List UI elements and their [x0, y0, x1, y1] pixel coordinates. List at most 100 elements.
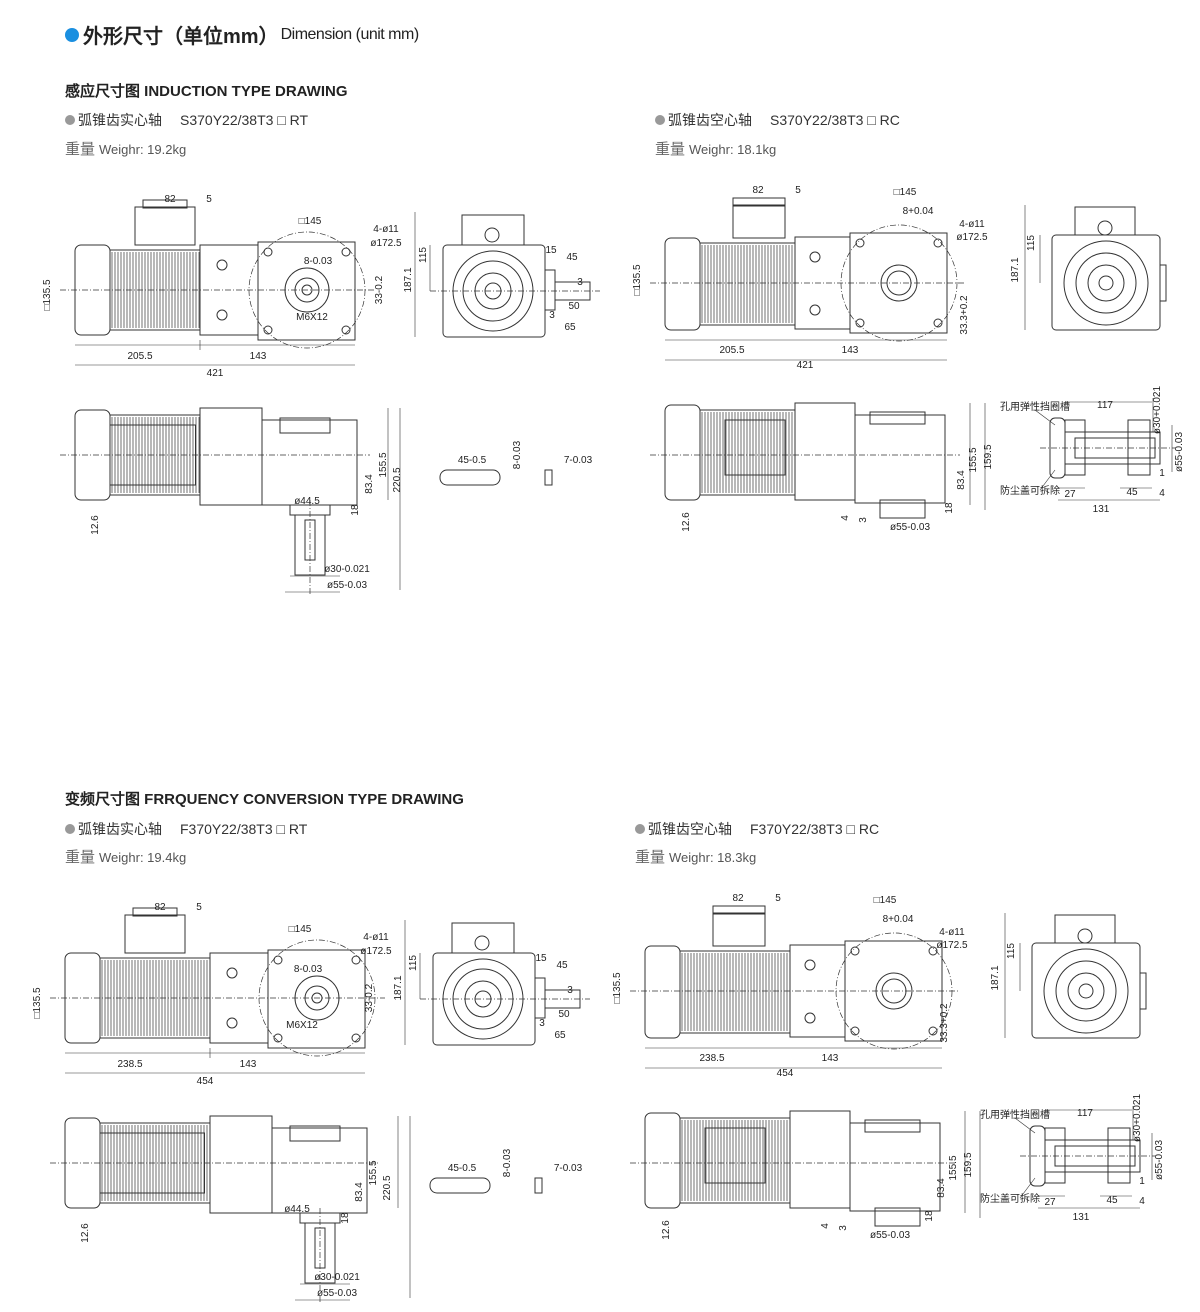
mount-hole-icon: [928, 946, 938, 956]
dimension-label-sq145: □145: [894, 187, 917, 198]
dimension-label-note2: 防尘盖可拆除: [980, 1192, 1040, 1205]
hollow-shaft-section: [1044, 1139, 1141, 1173]
shaft-type: 弧锥齿实心轴: [78, 821, 162, 837]
dimension-label-h30: ø30+0.021: [1132, 1094, 1143, 1143]
dimension-label-v18: 18: [944, 502, 955, 514]
dimension-label-v18: 18: [924, 1210, 935, 1222]
dimension-label-total: 421: [207, 368, 224, 379]
bolt-icon: [809, 304, 821, 316]
dimension-label-h4: 4: [1159, 488, 1165, 499]
mount-hole-icon: [933, 238, 943, 248]
dimension-label-h131: 131: [1093, 504, 1110, 515]
dimension-label-h33: 33.3+0.2: [959, 295, 970, 335]
dimension-label-h33: 33-0.2: [364, 983, 375, 1012]
output-flange: [267, 949, 366, 1049]
bearing-right: [1127, 419, 1151, 476]
dimension-label-h33: 33-0.2: [374, 275, 385, 304]
model-code: F370Y22/38T3 □ RC: [750, 821, 880, 837]
dimension-label-sq135: □135.5: [612, 972, 623, 1004]
dimension-label-s15: 15: [535, 953, 547, 964]
motor-end-cap: [664, 404, 701, 501]
dimension-label-h27: 27: [1064, 489, 1076, 500]
dimension-label-d44: ø44.5: [294, 496, 320, 507]
output-boss: [279, 417, 331, 434]
dimension-label-d30: ø30-0.021: [324, 564, 370, 575]
dimension-label-v12: 12.6: [80, 1223, 91, 1243]
mount-hole-icon: [855, 238, 865, 248]
mount-hole-icon: [928, 1026, 938, 1036]
weight-label: 重量: [635, 849, 666, 866]
dimension-label-h1: 1: [1159, 468, 1165, 479]
dimension-label-key8: 8+0.04: [883, 914, 914, 925]
terminal-box-lid: [132, 907, 178, 917]
dimension-label-len1: 238.5: [117, 1059, 142, 1070]
dimension-label-s50: 50: [558, 1009, 570, 1020]
mount-hole-icon: [263, 325, 273, 335]
dimension-label-len2: 143: [250, 351, 267, 362]
dimension-label-k7: 7-0.03: [554, 1163, 583, 1174]
dimension-label-len1: 238.5: [699, 1053, 724, 1064]
dimension-label-hole: 4-ø11: [959, 219, 985, 230]
terminal-box: [712, 912, 766, 947]
side-terminal-box: [461, 214, 525, 246]
fan-ring: [1087, 264, 1125, 302]
dimension-label-sq135: □135.5: [632, 264, 643, 296]
leader-line: [1039, 469, 1056, 491]
hollow-shaft-section: [1064, 431, 1161, 465]
dimension-label-sq145: □145: [874, 895, 897, 906]
dimension-label-h131: 131: [1073, 1212, 1090, 1223]
dimension-label-d5: 5: [795, 185, 801, 196]
fan-hub: [1098, 275, 1114, 291]
output-housing: [854, 414, 946, 504]
dimension-label-v83: 83.4: [956, 470, 967, 490]
dimension-label-s45: 45: [566, 252, 578, 263]
dimension-label-k45: 45-0.5: [458, 455, 487, 466]
motor-body: [679, 950, 791, 1034]
bullet-icon: [635, 824, 645, 834]
shaft-type: 弧锥齿空心轴: [648, 821, 732, 837]
dimension-label-h115: 115: [1026, 235, 1037, 251]
output-boss: [869, 411, 926, 425]
dimension-label-total: 454: [777, 1068, 794, 1079]
dimension-label-pcd: ø172.5: [936, 940, 968, 951]
section-title-frequency: 变频尺寸图 FRRQUENCY CONVERSION TYPE DRAWING: [65, 791, 464, 808]
shaft-key: [439, 469, 501, 486]
hollow-flange: [1139, 972, 1147, 1010]
dimension-label-sq135: □135.5: [42, 279, 53, 311]
model-code: F370Y22/38T3 □ RT: [180, 821, 308, 837]
dimension-label-v220: 220.5: [392, 467, 403, 492]
dimension-label-h45: 45: [1126, 487, 1138, 498]
terminal-box-lid: [712, 905, 766, 915]
cable-gland: [484, 227, 500, 243]
bullet-icon: [65, 27, 79, 42]
bolt-icon: [226, 1017, 238, 1029]
dimension-label-v159: 159.5: [963, 1152, 974, 1177]
dimension-label-pcd: ø172.5: [956, 232, 988, 243]
side-housing: [1051, 234, 1161, 331]
fan-cover: [1063, 240, 1149, 326]
dimension-label-d82: 82: [732, 893, 744, 904]
dimension-label-d55: ø55-0.03: [317, 1288, 357, 1299]
dimension-label-key8: 8+0.04: [903, 206, 934, 217]
dimension-label-d55: ø55-0.03: [327, 580, 367, 591]
dimension-label-h117: 117: [1097, 400, 1113, 411]
dimension-label-pcd: ø172.5: [360, 946, 392, 957]
weight-value: Weighr: 19.2kg: [99, 142, 187, 157]
dimension-label-h55: ø55-0.03: [1174, 432, 1185, 472]
bullet-icon: [65, 115, 75, 125]
dimension-label-note2: 防尘盖可拆除: [1000, 484, 1060, 497]
dimension-label-hole: 4-ø11: [939, 927, 965, 938]
dimension-label-k45: 45-0.5: [448, 1163, 477, 1174]
output-boss: [864, 1119, 921, 1133]
dimension-label-h45: 45: [1106, 1195, 1118, 1206]
dimension-label-h1: 1: [1139, 1176, 1145, 1187]
terminal-box-lid: [142, 199, 188, 209]
dimension-label-hole: 4-ø11: [373, 224, 399, 235]
dimension-label-d5: 5: [206, 194, 212, 205]
title-cn: 外形尺寸（单位mm）: [83, 26, 279, 48]
